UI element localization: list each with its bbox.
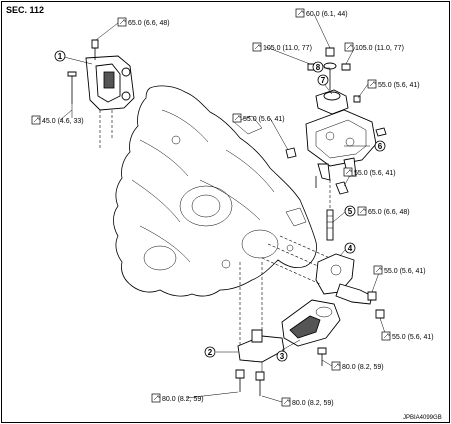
part-callout-1: 1 xyxy=(54,50,66,62)
part-8-washer xyxy=(307,47,361,103)
part-callout-2: 2 xyxy=(204,346,216,358)
torque-label-center: 55.0 (5.6, 41) xyxy=(232,113,285,123)
svg-text:80.0 (8.2, 59): 80.0 (8.2, 59) xyxy=(342,364,384,371)
svg-text:5: 5 xyxy=(348,207,353,216)
part-6-upper-right-mount xyxy=(285,109,387,210)
torque-label-bracket-lower: 55.0 (5.6, 41) xyxy=(381,331,434,341)
figure-code: JPBIA4099GB xyxy=(403,415,442,421)
part-5-stud xyxy=(326,209,334,241)
torque-label-bottom-left: 80.0 (8.2, 59) xyxy=(151,393,204,403)
engine-assembly xyxy=(113,85,317,297)
svg-text:7: 7 xyxy=(321,76,326,85)
part-callout-5: 5 xyxy=(344,205,356,217)
leader-lines xyxy=(59,13,387,403)
torque-label-bottom-right: 80.0 (8.2, 59) xyxy=(281,397,334,407)
part-callout-7: 7 xyxy=(317,74,329,86)
part-7-insulator xyxy=(315,89,349,115)
svg-text:55.0 (5.6, 41): 55.0 (5.6, 41) xyxy=(378,82,420,89)
part-callout-4: 4 xyxy=(344,242,356,254)
torque-label-upper-right: 105.0 (11.0, 77) xyxy=(344,42,404,52)
part-2-lower-bracket xyxy=(235,262,285,396)
torque-label-right-upper: 55.0 (5.6, 41) xyxy=(367,79,420,89)
svg-text:3: 3 xyxy=(280,352,285,361)
part-callout-6: 6 xyxy=(374,140,386,152)
svg-text:4: 4 xyxy=(348,244,353,253)
part-callout-3: 3 xyxy=(276,350,288,362)
svg-text:55.0 (5.6, 41): 55.0 (5.6, 41) xyxy=(243,116,285,123)
svg-text:60.0 (6.1, 44): 60.0 (6.1, 44) xyxy=(306,11,348,18)
svg-text:80.0 (8.2, 59): 80.0 (8.2, 59) xyxy=(162,396,204,403)
svg-text:105.0 (11.0, 77): 105.0 (11.0, 77) xyxy=(355,45,404,52)
torque-label-top-left: 65.0 (6.6, 48) xyxy=(117,17,170,27)
svg-text:6: 6 xyxy=(378,142,383,151)
torque-label-left: 45.0 (4.6, 33) xyxy=(31,115,84,125)
torque-label-top-nut: 60.0 (6.1, 44) xyxy=(295,8,348,18)
torque-label-bracket-upper: 55.0 (5.6, 41) xyxy=(373,265,426,275)
torque-label-right-mid: 55.0 (5.6, 41) xyxy=(343,167,396,177)
part-4-rear-bracket xyxy=(261,235,385,319)
svg-text:45.0 (4.6, 33): 45.0 (4.6, 33) xyxy=(42,118,84,125)
section-label: SEC. 112 xyxy=(6,5,44,15)
svg-text:1: 1 xyxy=(58,52,63,61)
torque-label-stud: 65.0 (6.6, 48) xyxy=(357,206,410,216)
torque-label-insulator: 80.0 (8.2, 59) xyxy=(331,361,384,371)
svg-text:8: 8 xyxy=(316,63,321,72)
svg-text:55.0 (5.6, 41): 55.0 (5.6, 41) xyxy=(354,170,396,177)
svg-text:80.0 (8.2, 59): 80.0 (8.2, 59) xyxy=(292,400,334,407)
part-callout-8: 8 xyxy=(312,61,324,73)
torque-label-upper-mid: 105.0 (11.0, 77) xyxy=(252,42,312,52)
svg-text:55.0 (5.6, 41): 55.0 (5.6, 41) xyxy=(384,268,426,275)
svg-text:105.0 (11.0, 77): 105.0 (11.0, 77) xyxy=(263,45,312,52)
svg-text:65.0 (6.6, 48): 65.0 (6.6, 48) xyxy=(128,20,170,27)
part-1-upper-mount xyxy=(67,39,135,150)
svg-text:2: 2 xyxy=(208,348,213,357)
svg-text:55.0 (5.6, 41): 55.0 (5.6, 41) xyxy=(392,334,434,341)
svg-text:65.0 (6.6, 48): 65.0 (6.6, 48) xyxy=(368,209,410,216)
part-3-lower-insulator xyxy=(281,299,341,366)
